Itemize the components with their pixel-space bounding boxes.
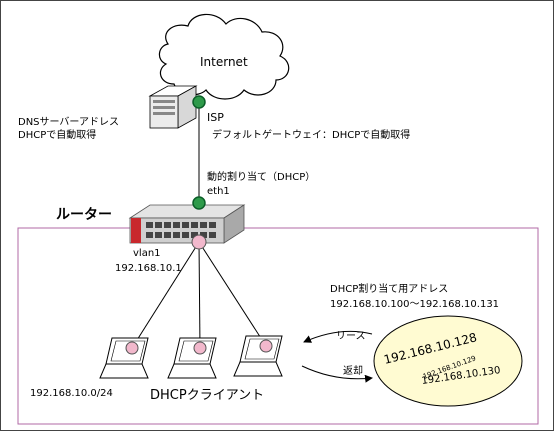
dhcp-pool-range: 192.168.10.100～192.168.10.131 xyxy=(330,299,499,310)
client-laptop-2-icon xyxy=(167,337,217,379)
vlan1-ip-label: 192.168.10.1 xyxy=(115,263,182,274)
isp-label: ISP xyxy=(207,111,224,124)
client-laptop-1-icon xyxy=(99,337,149,379)
isp-port xyxy=(192,95,206,109)
lan-frame xyxy=(17,227,539,425)
address-pool-ellipse xyxy=(373,315,523,407)
client-laptop-3-icon xyxy=(233,335,283,377)
eth1-label: eth1 xyxy=(207,186,230,197)
return-label: 返却 xyxy=(343,365,363,377)
lan-network-label: 192.168.10.0/24 xyxy=(30,388,113,399)
lease-label: リース xyxy=(336,331,366,342)
dns-label-line2: DHCPで自動取得 xyxy=(18,128,96,141)
dhcp-pool-title: DHCP割り当て用アドレス xyxy=(330,282,448,295)
dns-label-line1: DNSサーバーアドレス xyxy=(18,116,119,128)
vlan1-port xyxy=(191,234,207,250)
client-2-port xyxy=(193,341,207,355)
router-label: ルーター xyxy=(56,207,112,223)
client-1-port xyxy=(125,341,139,355)
lease-arrow xyxy=(303,330,373,343)
dhcp-clients-label: DHCPクライアント xyxy=(150,388,264,403)
internet-label: Internet xyxy=(200,55,248,69)
lan-link-client-1 xyxy=(131,241,200,349)
lan-link-client-3 xyxy=(198,241,267,347)
internet-cloud-icon xyxy=(158,13,290,100)
dhcp-assign-label: 動的割り当て（DHCP） xyxy=(207,170,315,183)
gateway-label: デフォルトゲートウェイ：DHCPで自動取得 xyxy=(212,128,410,141)
eth1-port xyxy=(192,196,206,210)
router-device-icon xyxy=(128,204,246,244)
return-arrow xyxy=(301,365,373,383)
dns-server-icon xyxy=(148,85,198,129)
client-3-port xyxy=(259,339,273,353)
lan-link-client-2 xyxy=(198,241,201,349)
vlan1-label: vlan1 xyxy=(133,248,161,259)
